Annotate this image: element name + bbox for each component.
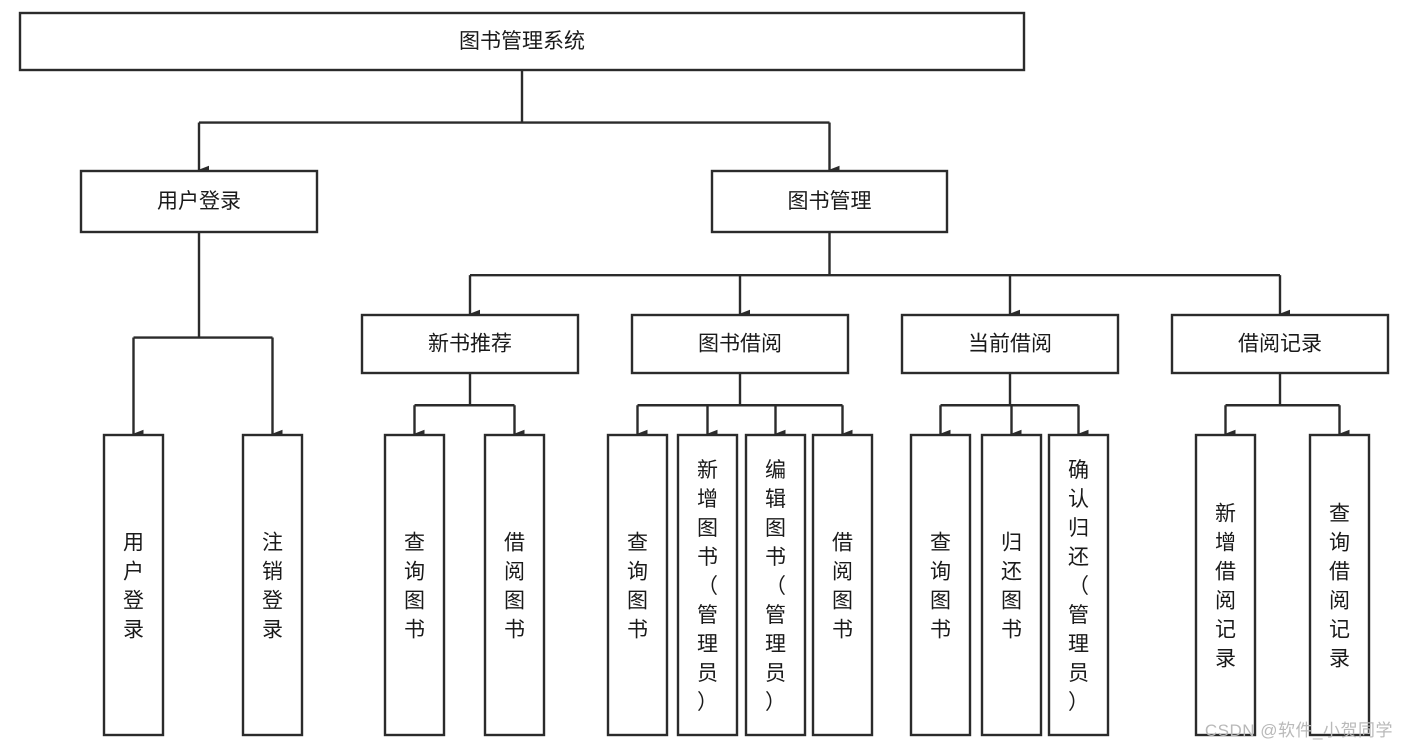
node-label: 查询图书 [404, 532, 425, 642]
node-leaf-confirm-return-admin[interactable]: 确认归还（管理员） [1047, 433, 1110, 737]
node-leaf-query-book-borrow[interactable]: 查询图书 [606, 433, 669, 737]
node-label: 查询借阅记录 [1329, 503, 1350, 671]
node-current-borrow[interactable]: 当前借阅 [900, 313, 1120, 375]
node-leaf-query-book-recommend[interactable]: 查询图书 [383, 433, 446, 737]
node-box[interactable] [606, 433, 669, 737]
node-leaf-borrow-book[interactable]: 借阅图书 [811, 433, 874, 737]
node-label: 图书管理 [788, 190, 872, 213]
node-box[interactable] [744, 433, 807, 737]
node-user-login[interactable]: 用户登录 [79, 169, 319, 234]
node-label: 借阅记录 [1238, 333, 1322, 356]
node-book-management[interactable]: 图书管理 [710, 169, 949, 234]
node-label: 新增借阅记录 [1215, 503, 1236, 671]
node-leaf-return-book[interactable]: 归还图书 [980, 433, 1043, 737]
node-leaf-add-borrow-record[interactable]: 新增借阅记录 [1194, 433, 1257, 737]
node-box[interactable] [102, 433, 165, 737]
node-label: 归还图书 [1001, 532, 1022, 642]
node-box[interactable] [360, 313, 580, 375]
node-box[interactable] [1170, 313, 1390, 375]
node-box[interactable] [630, 313, 850, 375]
node-leaf-borrow-book-recommend[interactable]: 借阅图书 [483, 433, 546, 737]
nodes-layer: 图书管理系统用户登录图书管理新书推荐图书借阅当前借阅借阅记录用户登录注销登录查询… [18, 11, 1390, 737]
node-label: 图书借阅 [698, 333, 782, 356]
node-box[interactable] [710, 169, 949, 234]
node-box[interactable] [1047, 433, 1110, 737]
node-box[interactable] [383, 433, 446, 737]
node-label: 借阅图书 [504, 532, 525, 642]
node-leaf-edit-book-admin[interactable]: 编辑图书（管理员） [744, 433, 807, 737]
edges-layer [132, 70, 1350, 439]
node-label: 查询图书 [930, 532, 951, 642]
node-box[interactable] [676, 433, 739, 737]
node-label: 用户登录 [157, 190, 241, 213]
node-box[interactable] [241, 433, 304, 737]
node-root[interactable]: 图书管理系统 [18, 11, 1026, 72]
node-leaf-user-logout[interactable]: 注销登录 [241, 433, 304, 737]
node-borrow-record[interactable]: 借阅记录 [1170, 313, 1390, 375]
node-label: 用户登录 [123, 532, 144, 642]
node-leaf-add-book-admin[interactable]: 新增图书（管理员） [676, 433, 739, 737]
node-label: 借阅图书 [832, 532, 853, 642]
node-label: 新书推荐 [428, 333, 512, 356]
node-box[interactable] [811, 433, 874, 737]
node-box[interactable] [909, 433, 972, 737]
node-leaf-query-book-current[interactable]: 查询图书 [909, 433, 972, 737]
node-label: 查询图书 [627, 532, 648, 642]
node-box[interactable] [980, 433, 1043, 737]
node-box[interactable] [483, 433, 546, 737]
node-label: 确认归还（管理员） [1068, 459, 1089, 714]
node-label: 图书管理系统 [459, 30, 585, 53]
watermark-text: CSDN @软件_小贺同学 [1204, 721, 1393, 740]
node-new-book-recommend[interactable]: 新书推荐 [360, 313, 580, 375]
node-leaf-query-borrow-record[interactable]: 查询借阅记录 [1308, 433, 1371, 737]
node-book-borrow[interactable]: 图书借阅 [630, 313, 850, 375]
node-box[interactable] [1308, 433, 1371, 737]
node-leaf-user-login[interactable]: 用户登录 [102, 433, 165, 737]
node-label: 编辑图书（管理员） [765, 459, 786, 714]
node-box[interactable] [900, 313, 1120, 375]
node-box[interactable] [1194, 433, 1257, 737]
node-box[interactable] [79, 169, 319, 234]
node-label: 新增图书（管理员） [697, 459, 718, 714]
node-label: 注销登录 [262, 532, 283, 642]
node-box[interactable] [18, 11, 1026, 72]
node-label: 当前借阅 [968, 333, 1052, 356]
